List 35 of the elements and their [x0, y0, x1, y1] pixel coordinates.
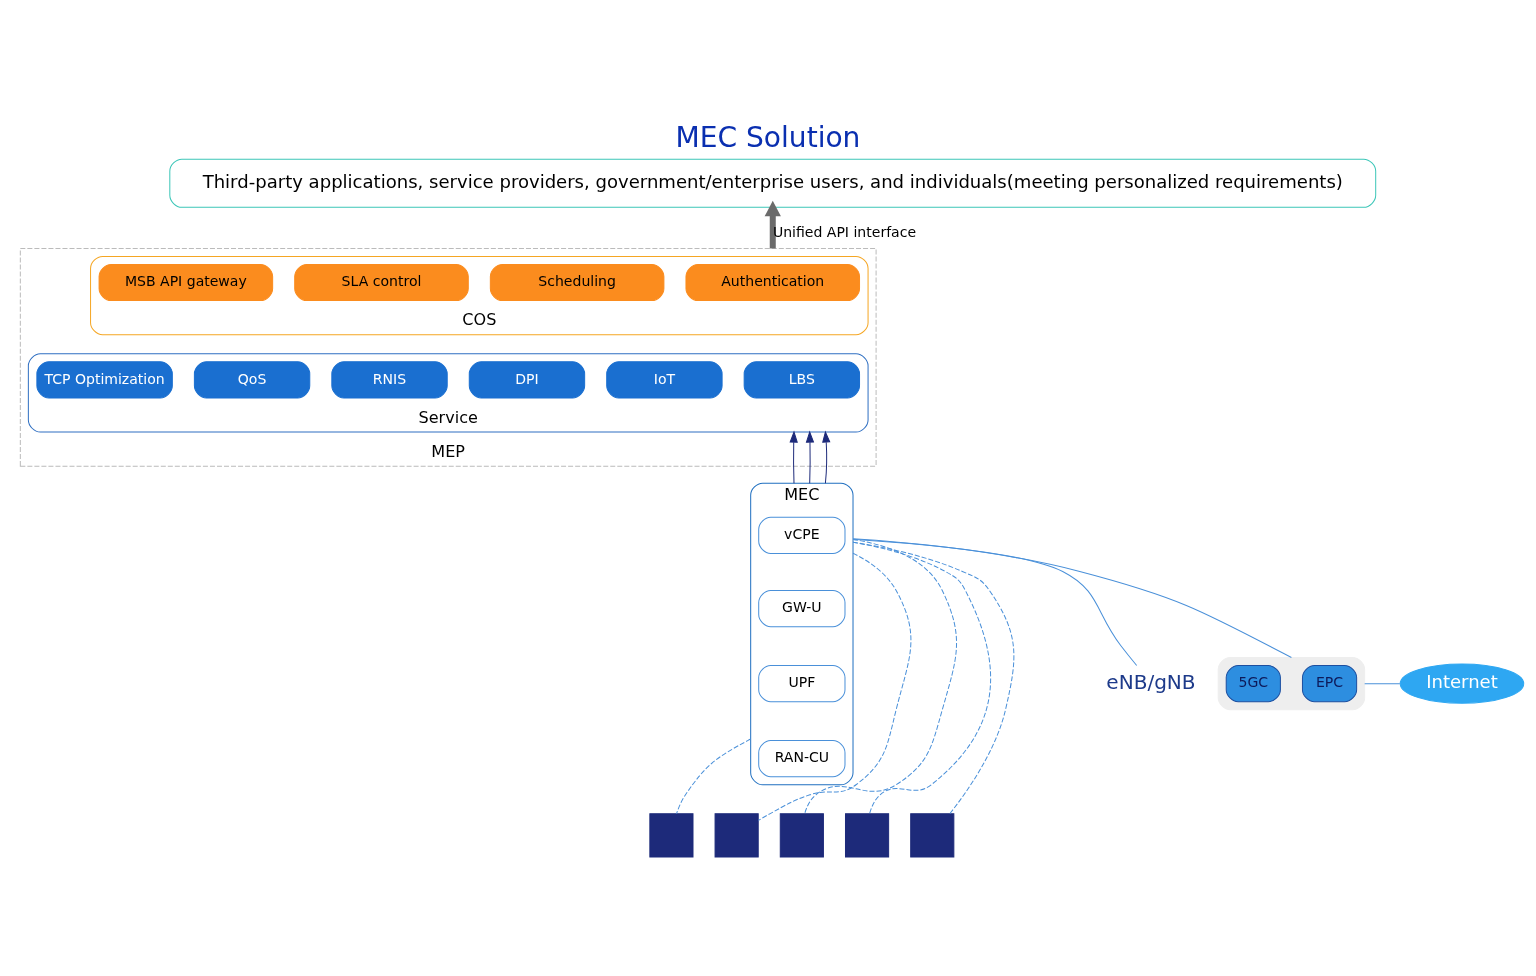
node-box: GW-U	[758, 589, 846, 627]
node-box: RNIS	[331, 360, 448, 398]
node-box	[649, 812, 694, 857]
node-box: LBS	[743, 360, 861, 398]
connector	[852, 537, 1292, 658]
arrow	[789, 431, 798, 484]
cluster	[1217, 656, 1366, 710]
node-box	[714, 812, 759, 857]
node-box	[910, 812, 955, 857]
node-box: SLA control	[294, 263, 469, 301]
node-box: EPC	[1301, 664, 1358, 702]
connector	[676, 738, 752, 814]
node-box	[845, 812, 890, 857]
node-box: vCPE	[758, 516, 846, 554]
node-box: MSB API gateway	[98, 263, 274, 301]
node-box: 5GC	[1225, 664, 1281, 702]
node-box	[779, 812, 824, 857]
node-box: IoT	[606, 360, 723, 398]
node-box: QoS	[193, 360, 311, 398]
node-box: Scheduling	[489, 263, 665, 301]
connector	[758, 552, 912, 821]
arrow	[764, 200, 781, 248]
arrow	[805, 431, 814, 484]
connector	[1364, 682, 1401, 684]
connector	[804, 538, 957, 814]
node-text: eNB/gNB	[1106, 669, 1196, 694]
node-box: DPI	[468, 360, 586, 398]
diagram-title: MEC Solution	[675, 120, 861, 153]
node-box: RAN-CU	[758, 739, 846, 777]
node-box: Third-party applications, service providers, government/enterprise users, and individuals(meeting personalized requirements)	[169, 158, 1377, 208]
node-ellipse: Internet	[1399, 662, 1525, 704]
node-box: UPF	[758, 664, 846, 702]
arrow	[822, 431, 831, 484]
node-box: Authentication	[685, 263, 861, 301]
node-box: TCP Optimization	[36, 360, 173, 398]
